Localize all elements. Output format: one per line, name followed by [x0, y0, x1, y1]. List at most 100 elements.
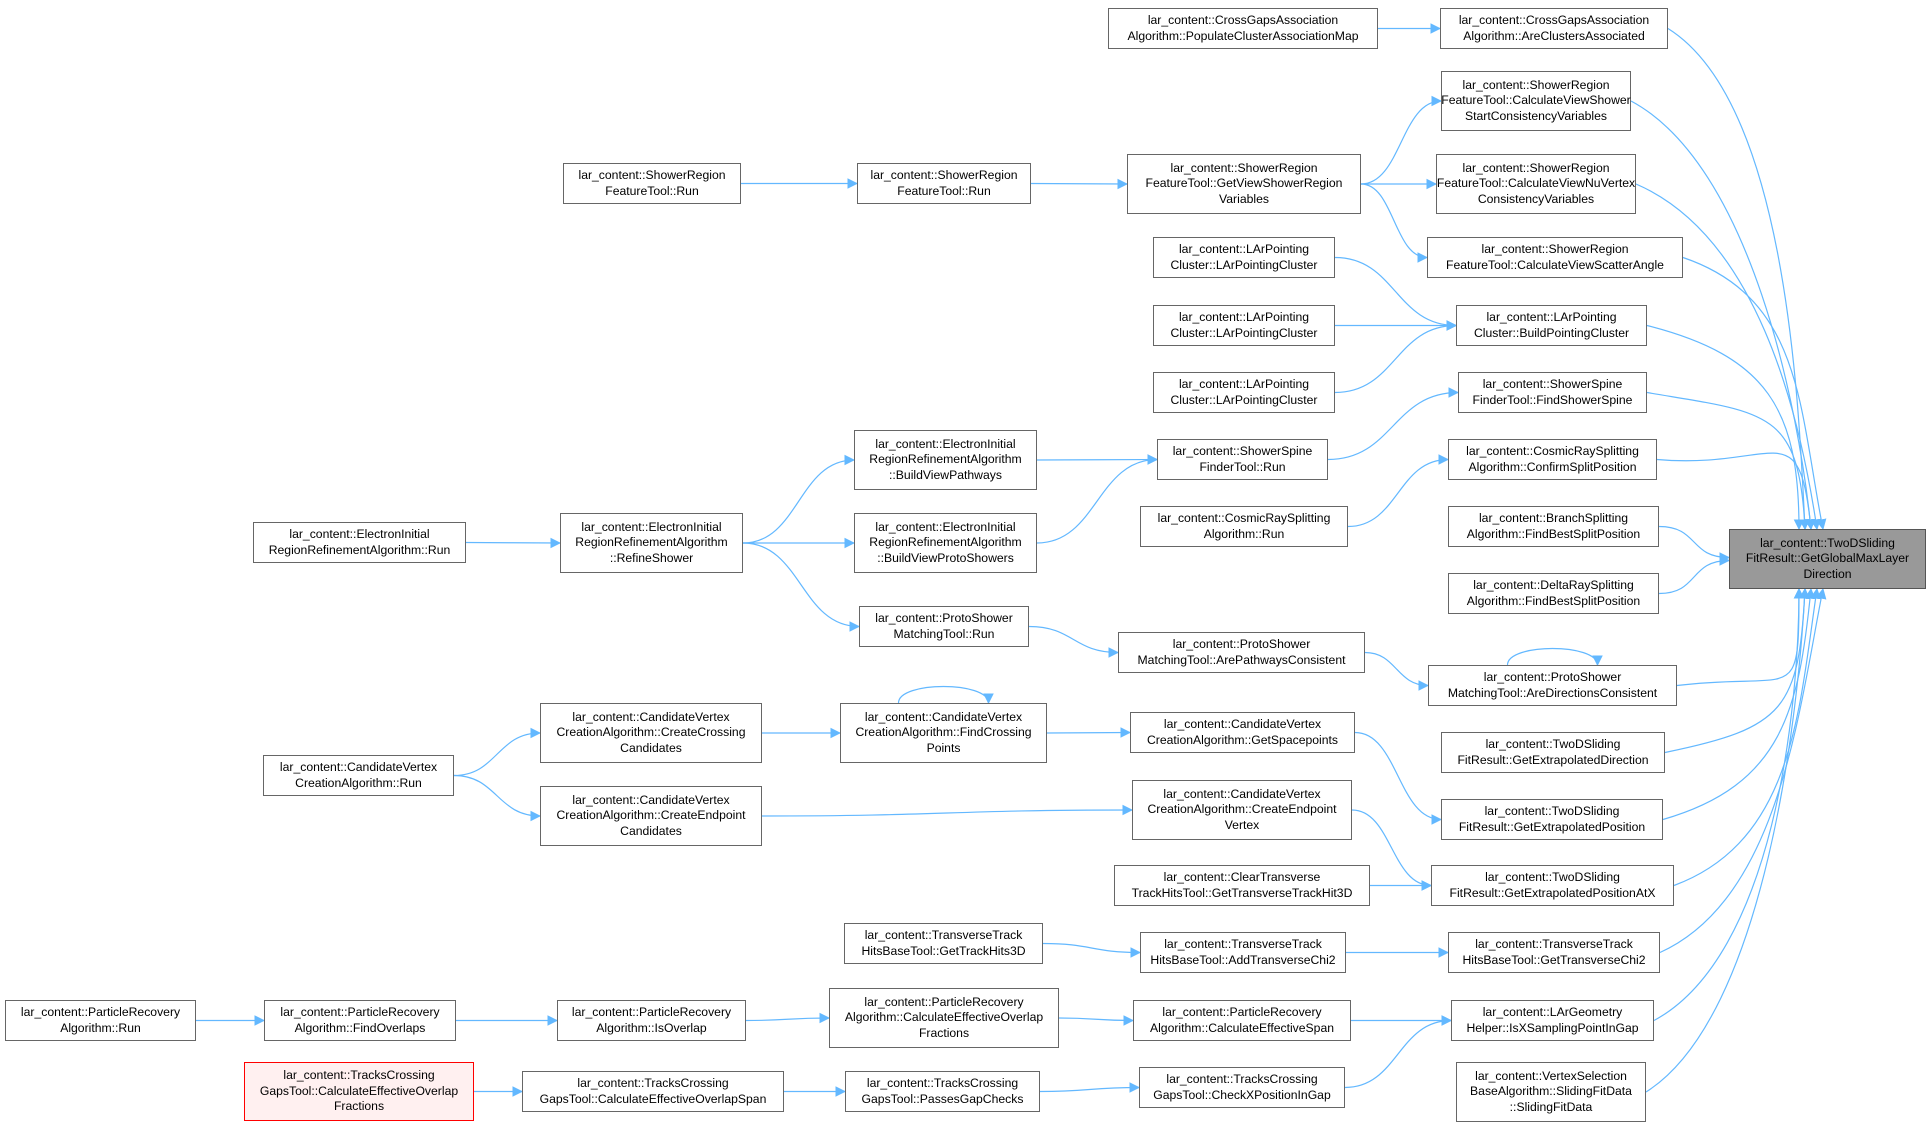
node-label-line: ::RefineShower	[609, 550, 694, 565]
edge-crs-run-to-crs-confirm	[1347, 454, 1450, 528]
node-label-line: FinderTool::FindShowerSpine	[1472, 392, 1633, 407]
node-label-line: lar_content::CosmicRaySplitting	[1157, 510, 1331, 525]
edge-tds-pos-to-root	[1662, 587, 1816, 821]
node-label-line: lar_content::CandidateVertex	[279, 759, 438, 774]
edge-eir-run-to-eir-refine	[465, 537, 562, 549]
node-label-line: Helper::IsXSamplingPointInGap	[1466, 1020, 1639, 1035]
node-label-line: Algorithm::CalculateEffectiveOverlap	[844, 1010, 1044, 1025]
node-label-line: TrackHitsTool::GetTransverseTrackHit3D	[1131, 885, 1353, 900]
node-label-line: RegionRefinementAlgorithm	[869, 452, 1022, 467]
node-label-line: MatchingTool::ArePathwaysConsistent	[1137, 652, 1346, 667]
edge-vs-sliding-to-root	[1645, 587, 1810, 1093]
node-label-line: lar_content::TwoDSliding	[1485, 736, 1621, 751]
node-label-line: MatchingTool::Run	[893, 626, 995, 641]
node-label-line: GapsTool::CalculateEffectiveOverlap	[259, 1083, 459, 1098]
node-label-line: lar_content::TracksCrossing	[577, 1075, 729, 1090]
edge-bs-find-to-root	[1658, 525, 1731, 563]
edge-lpc-build-to-root	[1646, 324, 1805, 531]
node-label-line: lar_content::BranchSplitting	[1478, 510, 1629, 525]
edge-pr-effoverlap-to-pr-effspan	[1058, 1015, 1135, 1026]
node-label-line: FeatureTool::GetViewShowerRegion	[1145, 176, 1343, 191]
node-label-line: lar_content::CandidateVertex	[864, 709, 1023, 724]
node-label-line: Algorithm::Run	[60, 1020, 141, 1035]
node-label-line: Algorithm::FindBestSplitPosition	[1466, 526, 1641, 541]
node-label-line: HitsBaseTool::GetTransverseChi2	[1462, 952, 1646, 967]
node-label-line: Cluster::BuildPointingCluster	[1473, 325, 1630, 340]
node-label-line: lar_content::LArPointing	[1486, 309, 1617, 324]
node-label-line: FeatureTool::CalculateViewScatterAngle	[1446, 257, 1664, 272]
node-label-line: Candidates	[620, 740, 682, 755]
edge-psm-directions-to-psm-directions	[1506, 647, 1603, 667]
node-label-line: MatchingTool::AreDirectionsConsistent	[1447, 685, 1658, 700]
node-label-line: lar_content::ParticleRecovery	[571, 1004, 732, 1019]
node-label-line: FeatureTool::CalculateViewNuVertex	[1436, 176, 1636, 191]
edge-psm-run-to-psm-pathways	[1028, 625, 1120, 658]
node-label-line: FitResult::GetGlobalMaxLayer	[1745, 551, 1910, 566]
node-label-line: GapsTool::PassesGapChecks	[861, 1091, 1024, 1106]
edge-tcg-checkx-to-lg-sampling	[1344, 1015, 1453, 1089]
node-label-line: Cluster::LArPointingCluster	[1170, 325, 1318, 340]
node-label-line: lar_content::ElectronInitial	[581, 519, 722, 534]
node-label-line: Cluster::LArPointingCluster	[1170, 392, 1318, 407]
node-label-line: GapsTool::CalculateEffectiveOverlapSpan	[539, 1091, 767, 1106]
edge-cv-run-to-cv-endpointcand	[453, 774, 542, 822]
edge-tds-posx-to-root	[1673, 587, 1821, 887]
node-label-line: Points	[926, 740, 961, 755]
node-label-line: lar_content::TracksCrossing	[866, 1075, 1019, 1090]
node-label-line: Algorithm::IsOverlap	[596, 1020, 707, 1035]
node-label-line: lar_content::TwoDSliding	[1760, 535, 1895, 550]
